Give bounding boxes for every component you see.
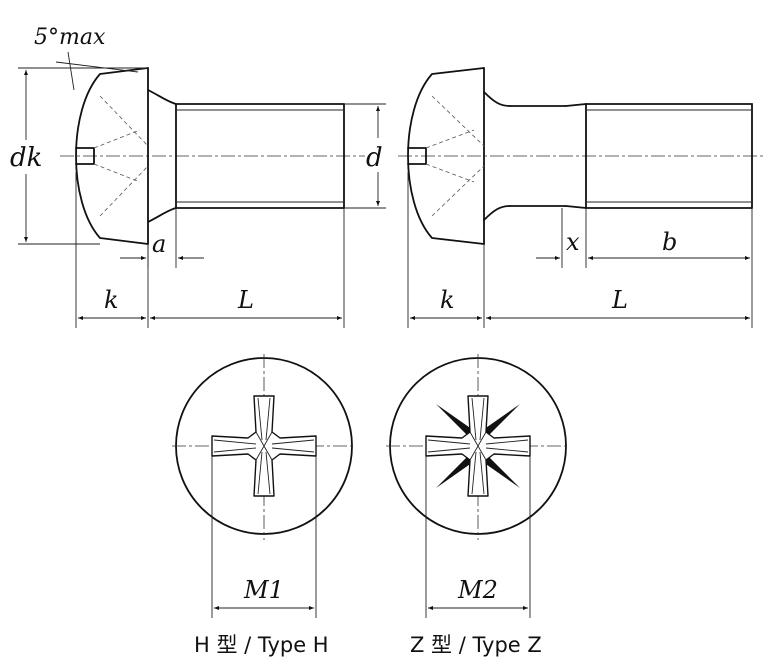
- dk-dimension: dk: [10, 70, 100, 245]
- dk-label: dk: [10, 143, 42, 173]
- angle-dimension: 5°max: [18, 25, 148, 91]
- right-screw-side-view: [398, 67, 764, 245]
- L-label-left: L: [237, 286, 254, 314]
- d-dimension: d: [344, 103, 388, 209]
- m1-dimension: M1 H 型 / Type H: [194, 456, 329, 657]
- angle-label: 5°max: [34, 25, 106, 50]
- a-dimension: a: [120, 208, 204, 268]
- k-label-left: k: [104, 286, 119, 314]
- x-b-dimensions: x b: [536, 208, 753, 268]
- k-label-right: k: [440, 286, 455, 314]
- m2-label: M2: [457, 576, 498, 604]
- type-h-top-view: [172, 354, 356, 540]
- x-label: x: [566, 228, 580, 256]
- type-z-caption: Z 型 / Type Z: [410, 633, 542, 657]
- b-label: b: [662, 228, 677, 256]
- m1-label: M1: [243, 576, 284, 604]
- left-length-dimensions: k L: [75, 172, 345, 328]
- m2-dimension: M2 Z 型 / Type Z: [410, 456, 542, 657]
- d-label: d: [366, 143, 383, 173]
- right-length-dimensions: k L: [407, 172, 753, 328]
- a-label: a: [152, 230, 166, 258]
- type-z-top-view: [386, 354, 570, 540]
- L-label-right: L: [611, 286, 628, 314]
- left-screw-side-view: [60, 67, 365, 245]
- type-h-caption: H 型 / Type H: [194, 633, 329, 657]
